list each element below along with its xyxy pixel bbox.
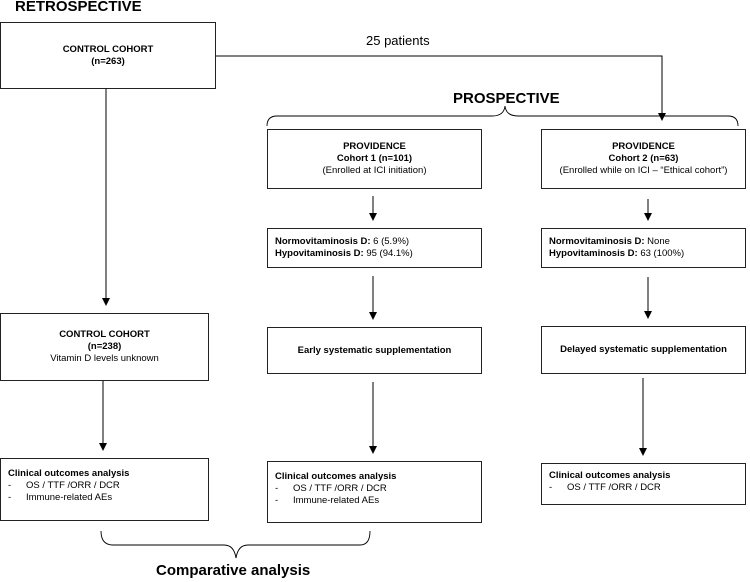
cohort2-normo-label: Normovitaminosis D: [549, 236, 645, 247]
control-top-n: (n=263) [91, 55, 125, 67]
control-top-title: CONTROL COHORT [62, 43, 154, 55]
cohort1-normo-label: Normovitaminosis D: [275, 236, 371, 247]
cohort2-normo-value: None [644, 236, 670, 247]
transfer-label: 25 patients [366, 33, 430, 48]
cohort1-hypo-label: Hypovitaminosis D: [275, 248, 364, 259]
cohort2-subtitle: Cohort 2 (n=63) [608, 153, 679, 164]
cohort2-outcomes-item: -OS / TTF /ORR / DCR [549, 482, 661, 493]
cohort1-outcomes-item: -Immune-related AEs [275, 495, 380, 506]
control-outcomes-item: -Immune-related AEs [8, 492, 113, 503]
cohort1-hypo-value: 95 (94.1%) [363, 248, 413, 259]
control-cohort-top-box: CONTROL COHORT (n=263) [0, 22, 216, 89]
transfer-arrow [216, 55, 666, 121]
cohort2-hypo-label: Hypovitaminosis D: [549, 248, 638, 259]
cohort1-outcomes-title: Clinical outcomes analysis [275, 471, 397, 482]
control-cohort-mid-box: CONTROL COHORT (n=238) Vitamin D levels … [0, 313, 209, 381]
cohort1-note: (Enrolled at ICI initiation) [322, 165, 427, 176]
control-outcomes-item: -OS / TTF /ORR / DCR [8, 480, 120, 491]
cohort1-vitamin-status-box: Normovitaminosis D: 6 (5.9%) Hypovitamin… [267, 228, 482, 268]
cohort2-box: PROVIDENCE Cohort 2 (n=63) (Enrolled whi… [541, 129, 746, 189]
cohort2-note: (Enrolled while on ICI – “Ethical cohort… [559, 165, 728, 176]
control-outcomes-box: Clinical outcomes analysis -OS / TTF /OR… [0, 458, 209, 521]
prospective-heading: PROSPECTIVE [453, 90, 560, 107]
control-mid-title: CONTROL COHORT [59, 329, 150, 340]
cohort1-outcomes-item: -OS / TTF /ORR / DCR [275, 483, 387, 494]
retrospective-heading: RETROSPECTIVE [15, 0, 142, 15]
early-supplementation-box: Early systematic supplementation [267, 327, 482, 374]
cohort2-outcomes-title: Clinical outcomes analysis [549, 470, 671, 481]
cohort2-hypo-value: 63 (100%) [637, 248, 685, 259]
cohort1-title: PROVIDENCE [343, 141, 406, 152]
comparative-heading: Comparative analysis [156, 562, 311, 579]
delayed-supplementation-box: Delayed systematic supplementation [541, 326, 746, 374]
cohort1-subtitle: Cohort 1 (n=101) [336, 153, 413, 164]
cohort1-outcomes-box: Clinical outcomes analysis -OS / TTF /OR… [267, 461, 482, 523]
delayed-supplementation-label: Delayed systematic supplementation [560, 344, 727, 355]
prospective-brace [266, 105, 739, 127]
control-mid-note: Vitamin D levels unknown [50, 353, 159, 364]
comparative-brace [100, 530, 371, 559]
cohort2-outcomes-box: Clinical outcomes analysis -OS / TTF /OR… [541, 463, 746, 505]
control-outcomes-title: Clinical outcomes analysis [8, 468, 130, 479]
cohort1-normo-value: 6 (5.9%) [370, 236, 410, 247]
cohort1-box: PROVIDENCE Cohort 1 (n=101) (Enrolled at… [267, 129, 482, 189]
cohort2-vitamin-status-box: Normovitaminosis D: None Hypovitaminosis… [541, 228, 746, 268]
early-supplementation-label: Early systematic supplementation [297, 344, 452, 356]
control-mid-n: (n=238) [87, 341, 122, 352]
cohort2-title: PROVIDENCE [612, 141, 675, 152]
